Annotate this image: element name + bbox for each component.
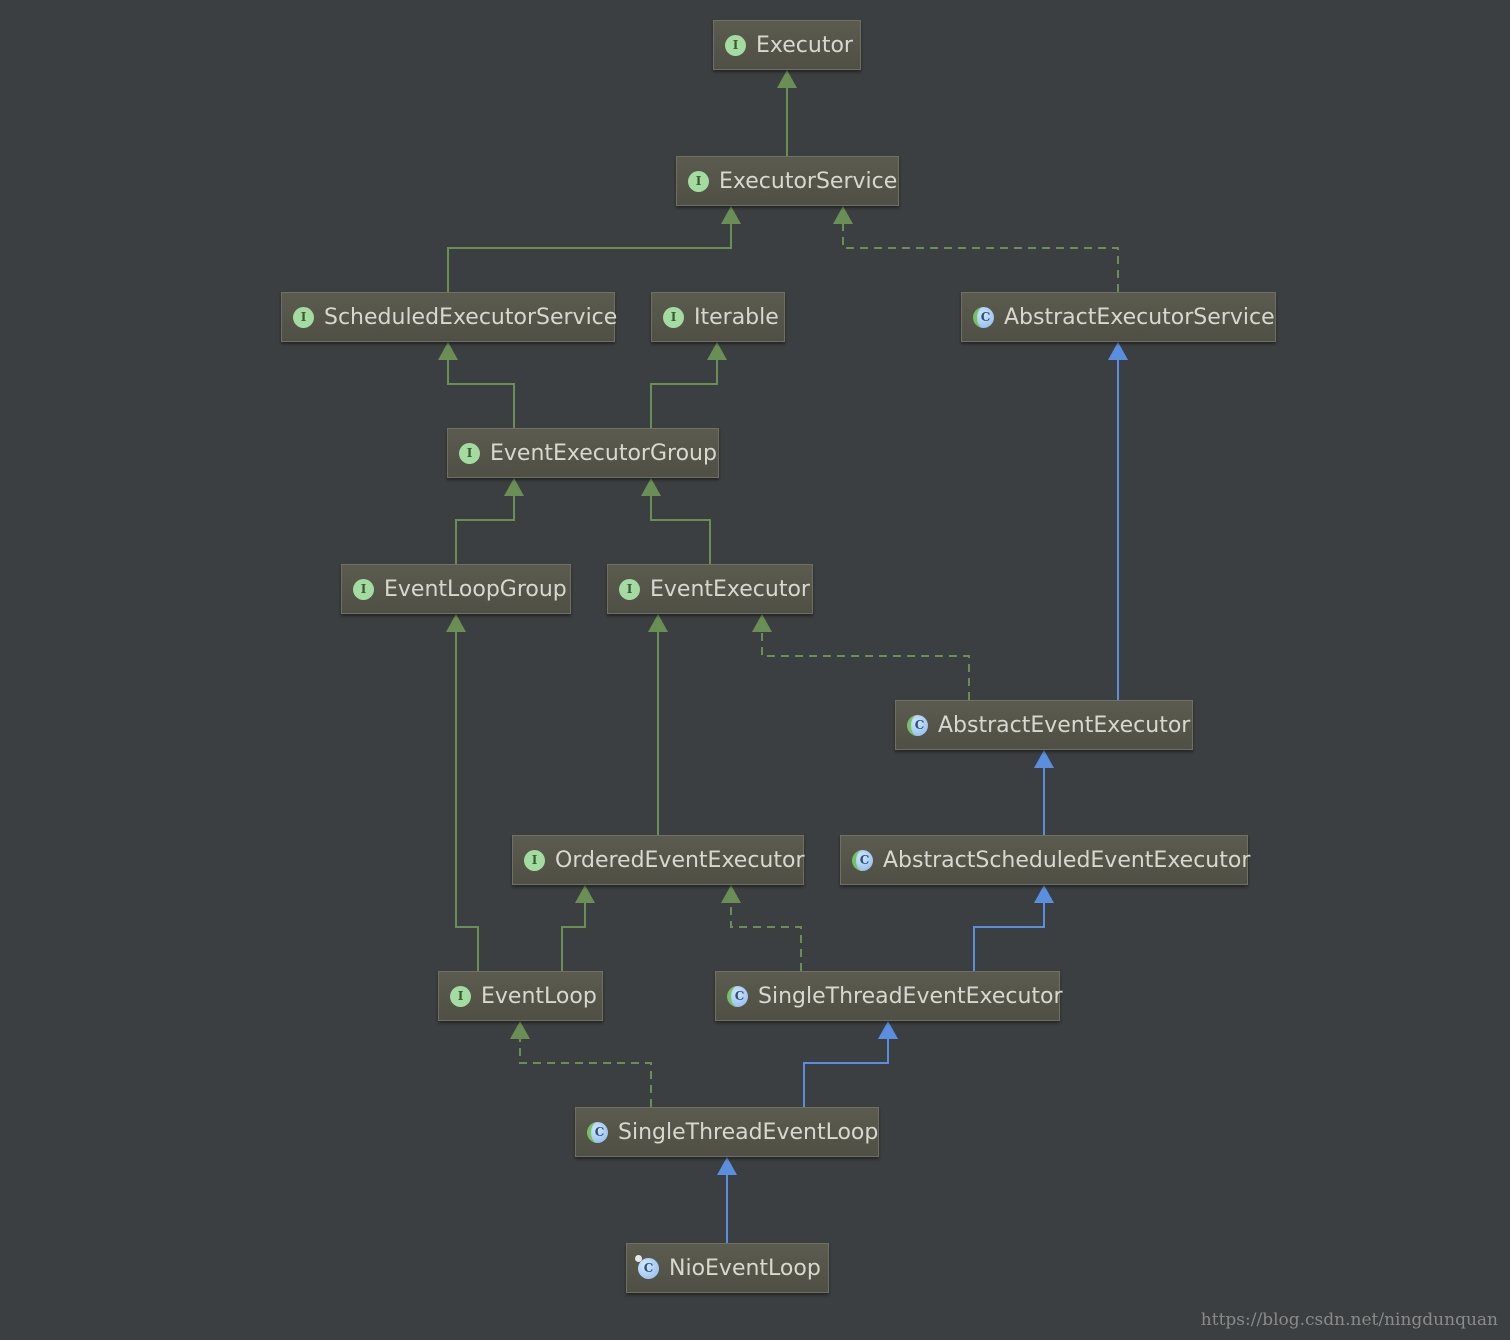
interface-icon: I — [293, 306, 314, 328]
interface-icon: I — [619, 578, 640, 600]
edge-single-thread-event-executor-to-ordered-event-executor — [721, 885, 802, 971]
node-label: Iterable — [694, 304, 779, 330]
node-event-loop[interactable]: I EventLoop — [438, 971, 603, 1021]
node-label: ScheduledExecutorService — [324, 304, 618, 330]
edge-arrowhead — [717, 1157, 737, 1175]
node-label: EventLoop — [481, 983, 597, 1009]
edge-event-loop-group-to-event-executor-group — [455, 478, 524, 564]
interface-icon: I — [450, 985, 471, 1007]
abstract-class-icon: C — [727, 985, 748, 1007]
node-nio-event-loop[interactable]: C NioEventLoop — [626, 1243, 829, 1293]
edge-line — [761, 630, 970, 700]
edge-line — [519, 1037, 652, 1107]
edge-ordered-event-executor-to-event-executor — [648, 614, 668, 835]
edge-arrowhead — [721, 206, 741, 224]
abstract-class-icon: C — [907, 714, 928, 736]
node-scheduled-executor-service[interactable]: I ScheduledExecutorService — [281, 292, 618, 342]
node-label: AbstractEventExecutor — [938, 712, 1191, 738]
node-label: EventExecutor — [650, 576, 810, 602]
node-label: ExecutorService — [719, 168, 898, 194]
edge-arrowhead — [648, 614, 668, 632]
node-event-executor[interactable]: I EventExecutor — [607, 564, 813, 614]
node-event-executor-group[interactable]: I EventExecutorGroup — [447, 428, 719, 478]
node-single-thread-event-loop[interactable]: C SingleThreadEventLoop — [575, 1107, 879, 1157]
edge-arrowhead — [438, 342, 458, 360]
abstract-class-icon: C — [587, 1121, 608, 1143]
edge-arrowhead — [833, 206, 853, 224]
edge-line — [455, 630, 479, 971]
edge-line — [803, 1037, 889, 1107]
final-class-icon: C — [635, 1254, 659, 1279]
node-executor-service[interactable]: I ExecutorService — [676, 156, 899, 206]
interface-icon: I — [459, 442, 480, 464]
edge-line — [447, 222, 732, 292]
edge-arrowhead — [878, 1021, 898, 1039]
edge-arrowhead — [446, 614, 466, 632]
edge-line — [973, 901, 1045, 971]
edge-line — [650, 494, 711, 564]
edge-arrowhead — [641, 478, 661, 496]
edge-event-executor-group-to-iterable — [650, 342, 727, 428]
node-label: SingleThreadEventExecutor — [758, 983, 1063, 1009]
edge-single-thread-event-executor-to-abstract-scheduled-event-executor — [973, 885, 1054, 971]
node-label: AbstractExecutorService — [1004, 304, 1275, 330]
interface-icon: I — [688, 170, 709, 192]
edge-abstract-event-executor-to-event-executor — [752, 614, 970, 700]
abstract-class-icon: C — [852, 849, 873, 871]
edge-arrowhead — [1108, 342, 1128, 360]
edge-single-thread-event-loop-to-event-loop — [510, 1021, 652, 1107]
edge-single-thread-event-loop-to-single-thread-event-executor — [803, 1021, 898, 1107]
edge-arrowhead — [1034, 750, 1054, 768]
node-label: SingleThreadEventLoop — [618, 1119, 879, 1145]
node-label: NioEventLoop — [669, 1255, 821, 1281]
interface-icon: I — [353, 578, 374, 600]
node-ordered-event-executor[interactable]: I OrderedEventExecutor — [512, 835, 805, 885]
node-label: AbstractScheduledEventExecutor — [883, 847, 1251, 873]
edge-event-executor-group-to-scheduled-executor-service — [438, 342, 515, 428]
node-label: Executor — [756, 32, 853, 58]
edge-line — [730, 901, 802, 971]
edge-arrowhead — [777, 70, 797, 88]
edge-nio-event-loop-to-single-thread-event-loop — [717, 1157, 737, 1243]
edge-abstract-executor-service-to-executor-service — [833, 206, 1119, 292]
interface-icon: I — [663, 306, 684, 328]
node-label: EventLoopGroup — [384, 576, 567, 602]
interface-icon: I — [524, 849, 545, 871]
edge-arrowhead — [752, 614, 772, 632]
interface-icon: I — [725, 34, 746, 56]
node-label: EventExecutorGroup — [490, 440, 717, 466]
node-abstract-event-executor[interactable]: C AbstractEventExecutor — [895, 700, 1193, 750]
edge-arrowhead — [721, 885, 741, 903]
edge-line — [455, 494, 515, 564]
abstract-class-icon: C — [973, 306, 994, 328]
edge-scheduled-executor-service-to-executor-service — [447, 206, 741, 292]
node-abstract-scheduled-event-executor[interactable]: C AbstractScheduledEventExecutor — [840, 835, 1251, 885]
node-abstract-executor-service[interactable]: C AbstractExecutorService — [961, 292, 1276, 342]
edge-line — [842, 222, 1119, 292]
edge-executor-service-to-executor — [777, 70, 797, 156]
edge-line — [447, 358, 515, 428]
edge-event-executor-to-event-executor-group — [641, 478, 711, 564]
edge-line — [650, 358, 718, 428]
watermark: https://blog.csdn.net/ningdunquan — [1200, 1310, 1498, 1330]
edge-event-loop-to-ordered-event-executor — [561, 885, 595, 971]
edge-abstract-event-executor-to-abstract-executor-service — [1108, 342, 1128, 700]
edge-arrowhead — [707, 342, 727, 360]
edge-event-loop-to-event-loop-group — [446, 614, 479, 971]
node-executor[interactable]: I Executor — [713, 20, 861, 70]
node-iterable[interactable]: I Iterable — [651, 292, 785, 342]
edge-arrowhead — [510, 1021, 530, 1039]
node-single-thread-event-executor[interactable]: C SingleThreadEventExecutor — [715, 971, 1063, 1021]
node-label: OrderedEventExecutor — [555, 847, 805, 873]
node-event-loop-group[interactable]: I EventLoopGroup — [341, 564, 571, 614]
edge-abstract-scheduled-event-executor-to-abstract-event-executor — [1034, 750, 1054, 835]
edge-arrowhead — [1034, 885, 1054, 903]
edge-arrowhead — [504, 478, 524, 496]
edge-arrowhead — [575, 885, 595, 903]
edge-line — [561, 901, 586, 971]
